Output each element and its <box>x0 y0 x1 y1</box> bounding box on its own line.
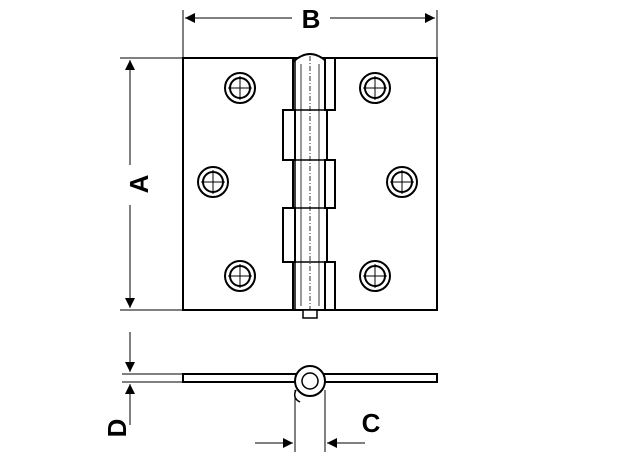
dimension-c-label: C <box>362 408 381 438</box>
screw-hole <box>359 260 391 292</box>
dimension-c <box>255 390 365 452</box>
hinge-side-view <box>182 365 438 403</box>
screw-hole <box>224 260 256 292</box>
side-left-leaf <box>182 373 299 383</box>
dimension-d <box>122 332 183 425</box>
dimension-a-label: A <box>124 174 154 193</box>
screw-hole <box>197 166 229 198</box>
dimension-b-label: B <box>302 4 321 34</box>
hinge-knuckle <box>282 53 336 319</box>
screw-hole <box>224 72 256 104</box>
screw-hole <box>359 72 391 104</box>
dimension-d-label: D <box>102 419 132 438</box>
side-right-leaf <box>321 373 438 383</box>
screw-hole <box>386 166 418 198</box>
dimension-b <box>182 10 438 58</box>
dimension-a <box>120 57 183 311</box>
left-leaf <box>182 57 296 311</box>
hinge-front-view <box>182 53 438 319</box>
